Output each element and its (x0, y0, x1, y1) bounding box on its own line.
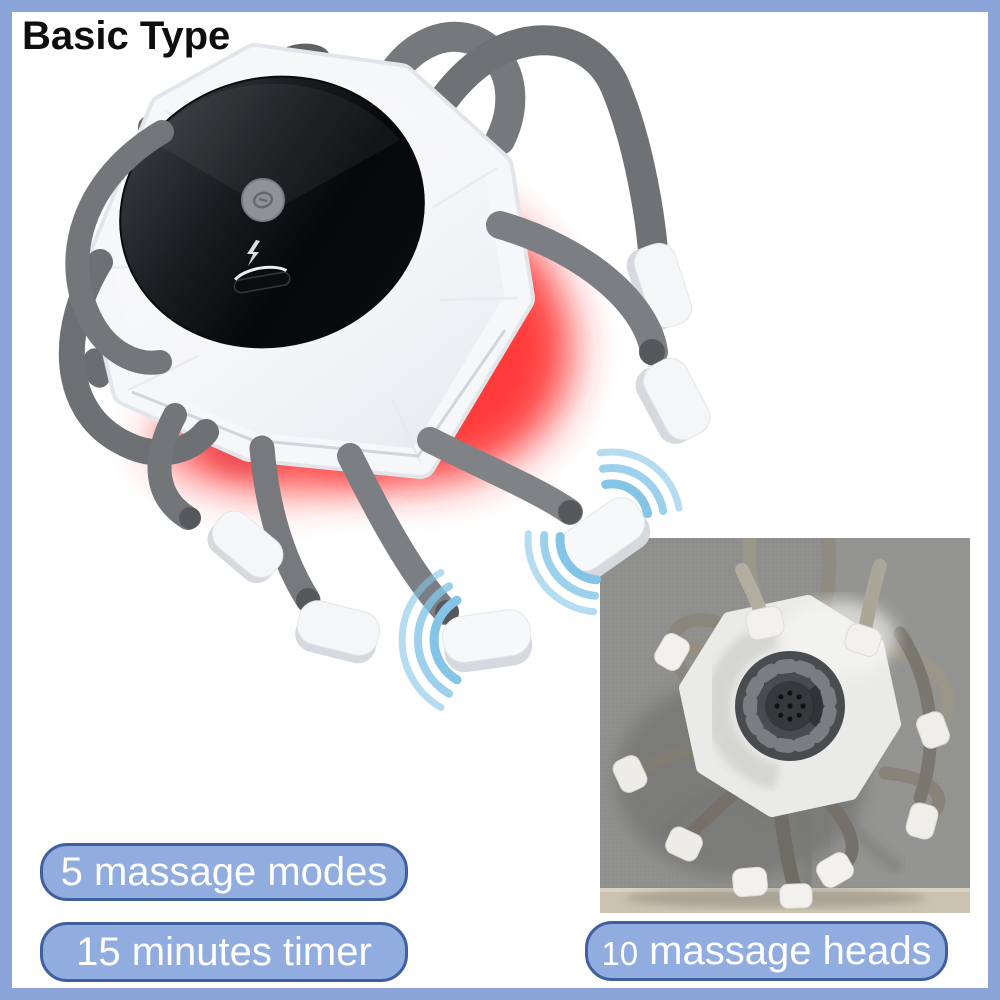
charging-port[interactable] (232, 263, 291, 294)
device-leg (65, 120, 174, 375)
page-title: Basic Type (22, 14, 231, 58)
badge-minutes-timer: 15 minutes timer (40, 922, 408, 982)
power-button[interactable] (241, 178, 285, 222)
massage-head (207, 510, 284, 584)
massage-head (635, 357, 711, 444)
panel-gloss (150, 83, 400, 212)
inset-massage-heads (612, 605, 950, 909)
massage-heads (207, 357, 711, 673)
badge-label: 5 massage modes (60, 850, 388, 894)
power-icon (252, 191, 274, 209)
vibration-waves-upper (596, 448, 683, 519)
device-leg (58, 249, 219, 466)
device-leg (249, 435, 321, 613)
badge-label: massage heads (649, 929, 932, 973)
port-highlight (234, 265, 288, 281)
badge-label: 15 minutes timer (76, 930, 372, 974)
vibration-waves-lower (398, 569, 462, 711)
inset-photo (600, 538, 970, 913)
lightning-icon (247, 240, 260, 266)
vibration-waves-middle (524, 530, 601, 616)
device-leg (430, 25, 669, 281)
badge-massage-modes: 5 massage modes (40, 843, 408, 901)
inset-floor-shadow (625, 888, 925, 908)
massage-head (295, 600, 381, 664)
vibration-waves (398, 448, 683, 711)
inset-hub (735, 651, 845, 761)
device-leg (147, 403, 200, 530)
badge-massage-heads: 10 massage heads (585, 921, 948, 981)
device-leg (486, 211, 668, 366)
inset-speaker-holes (774, 690, 806, 722)
badge-number: 10 (601, 934, 639, 972)
device-leg (417, 427, 583, 525)
device-legs-front (58, 120, 668, 625)
device-body-seam (131, 329, 507, 458)
device-body (83, 43, 535, 479)
massage-head (442, 609, 533, 673)
leg-joint-collars (179, 339, 665, 624)
